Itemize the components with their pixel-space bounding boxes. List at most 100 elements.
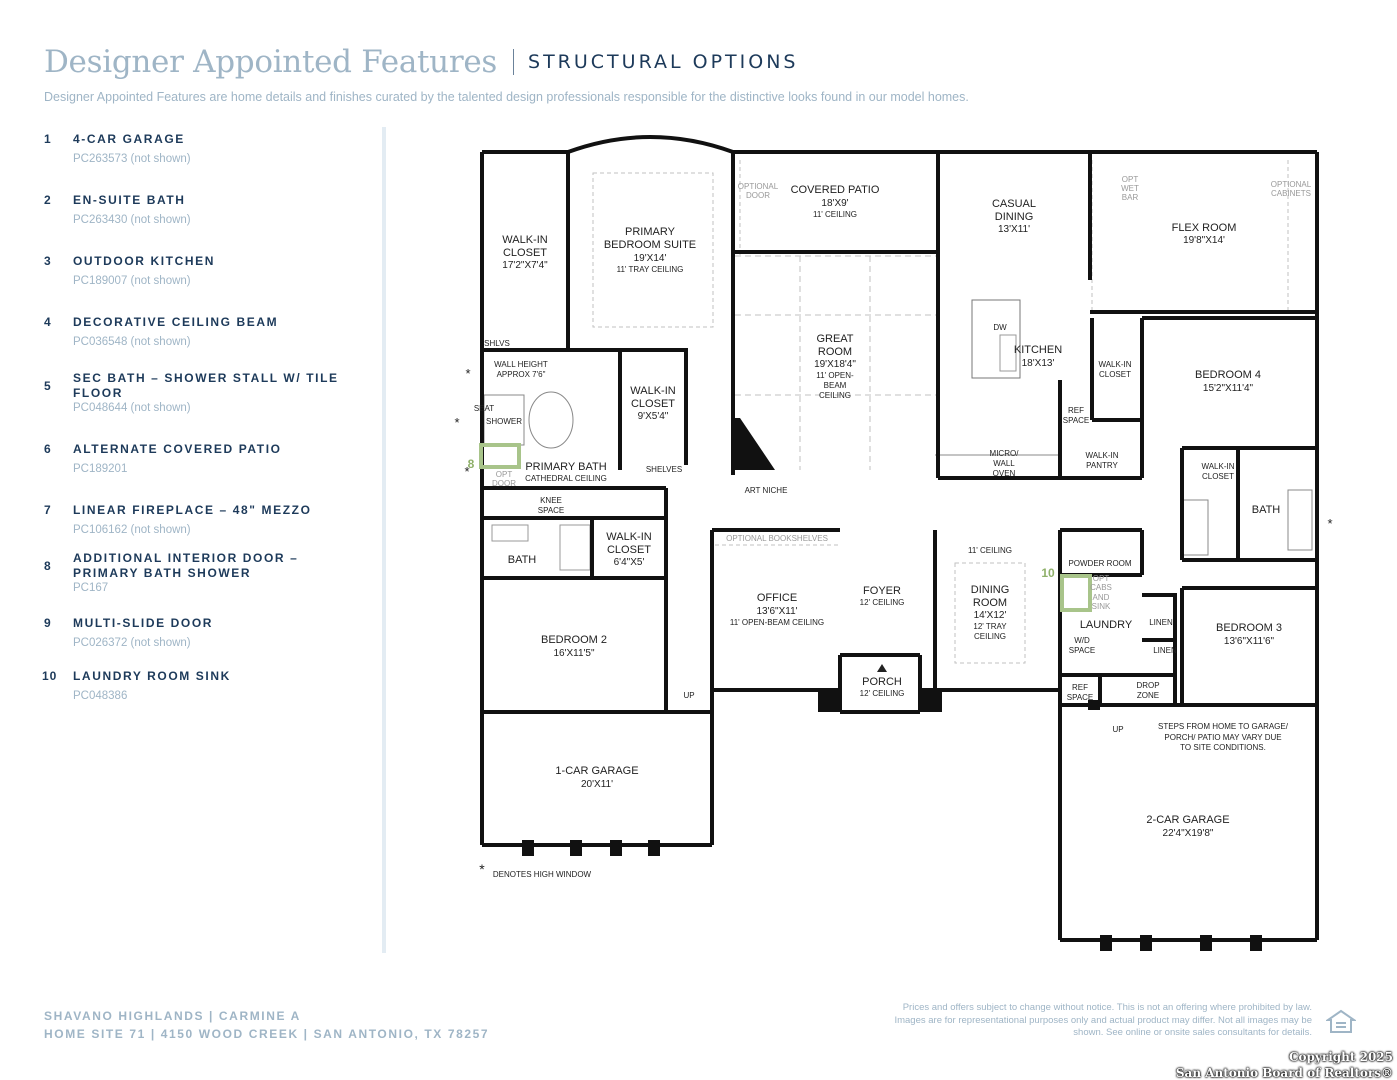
feature-code: PC026372 (not shown) [73,637,191,649]
high-window-note: DENOTES HIGH WINDOW [493,870,592,879]
opt-cabs-sink-label: OPT [1093,574,1110,583]
steps-note-line2: PORCH/ PATIO MAY VARY DUE [1164,733,1281,742]
bedroom4-label: BEDROOM 4 [1195,369,1261,381]
steps-note-line1: STEPS FROM HOME TO GARAGE/ [1158,722,1289,731]
micro-wall-oven-label3: OVEN [993,469,1016,478]
walkin-closet-2-label2: CLOSET [631,398,675,410]
opt-cabs-sink-label2: CABS [1090,583,1112,592]
walkin-closet-5-dim: 6'4"X5' [614,557,645,568]
feature-code: PC263430 (not shown) [73,214,191,226]
feature-code: PC048386 [73,690,128,702]
feature-number: 5 [44,379,52,393]
plan-labels: WALK-IN CLOSET 17'2"X7'4" PRIMARY BEDROO… [454,175,1332,879]
bedroom2-label: BEDROOM 2 [541,634,607,646]
seat-label: SEAT [474,404,494,413]
bath-left-label: BATH [508,554,537,566]
office-label: OFFICE [757,592,797,604]
dining-room-ceiling2: CEILING [974,632,1006,641]
bedroom2-dim: 16'X11'5" [553,648,595,659]
wd-space-label2: SPACE [1069,646,1096,655]
garage2-dim: 22'4"X19'8" [1163,828,1214,839]
feature-number: 10 [42,669,58,683]
entry-arrow-icon [877,664,887,672]
page-header: Designer Appointed Features STRUCTURAL O… [44,44,1364,104]
laundry-label: LAUNDRY [1080,619,1133,631]
powder-room-label: POWDER ROOM [1068,559,1131,568]
equal-housing-icon [1326,1009,1356,1033]
covered-patio-label: COVERED PATIO [791,184,880,196]
ref-space-1-label: REF [1068,406,1084,415]
high-window-marker: * [454,415,459,430]
optional-door-label: OPTIONAL [738,182,779,191]
feature-code: PC189007 (not shown) [73,275,191,287]
primary-bath-label: PRIMARY BATH [525,461,606,473]
garage1-dim: 20'X11' [581,779,613,790]
walkin-closet-4-label2: CLOSET [1202,472,1234,481]
foyer-label: FOYER [863,585,901,597]
bath-right-label: BATH [1252,504,1281,516]
high-window-marker: * [465,366,470,381]
opt-wet-bar-label: OPT [1122,175,1139,184]
feature-name: ALTERNATE COVERED PATIO [73,442,282,456]
copyright-line1: Copyright 2025 [1288,1050,1393,1064]
optional-bookshelves-label: OPTIONAL BOOKSHELVES [726,534,828,543]
feature-code: PC189201 [73,463,128,475]
feature-name: LINEAR FIREPLACE – 48" MEZZO [73,503,312,517]
steps-note-line3: TO SITE CONDITIONS. [1180,743,1266,752]
casual-dining-label: CASUAL [992,198,1036,210]
high-window-marker: * [1327,516,1332,531]
casual-dining-dim: 13'X11' [998,224,1030,235]
great-room-label: GREAT [816,333,853,345]
opt-cabs-sink-label4: SINK [1092,602,1111,611]
page-subtitle: STRUCTURAL OPTIONS [528,51,799,73]
shelves-label: SHELVES [646,465,682,474]
great-room-ceiling3: CEILING [819,391,851,400]
great-room-ceiling2: BEAM [824,381,847,390]
disclaimer-text: Prices and offers subject to change with… [894,1002,1312,1038]
feature-number: 2 [44,193,52,207]
shower-label: SHOWER [486,417,522,426]
great-room-label2: ROOM [818,346,852,358]
office-ceiling: 11' OPEN-BEAM CEILING [730,618,824,627]
floor-plan: WALK-IN CLOSET 17'2"X7'4" PRIMARY BEDROO… [454,135,1333,951]
linen-2-label: LINEN [1153,646,1177,655]
optional-door-label2: DOOR [746,191,770,200]
feature-number: 3 [44,254,52,268]
micro-wall-oven-label: MICRO/ [990,449,1020,458]
walls [480,135,1319,942]
feature-name: ADDITIONAL INTERIOR DOOR – PRIMARY BATH … [73,551,299,580]
feature-code: PC048644 (not shown) [73,402,191,414]
title-row: Designer Appointed Features STRUCTURAL O… [44,44,1364,80]
walkin-pantry-label: WALK-IN [1085,451,1118,460]
ref-space-1-label2: SPACE [1063,416,1090,425]
feature-name: LAUNDRY ROOM SINK [73,669,231,683]
opt-cabs-sink-label3: AND [1093,593,1110,602]
copyright-line2: San Antonio Board of Realtors® [1175,1066,1393,1080]
garage1-label: 1-CAR GARAGE [555,765,638,777]
solid-fills [522,418,1262,951]
feature-number: 8 [44,559,52,573]
linen-1-label: LINEN [1149,618,1173,627]
walkin-closet-3-label: WALK-IN [1098,360,1131,369]
opt-wet-bar-label3: BAR [1122,193,1139,202]
great-room-dim: 19'X18'4" [814,359,856,370]
walkin-closet-1-dim: 17'2"X7'4" [502,260,548,271]
feature-code: PC263573 (not shown) [73,153,191,165]
primary-suite-ceiling: 11' TRAY CEILING [617,265,684,274]
primary-suite-label: PRIMARY [625,226,676,238]
great-room-ceiling: 11' OPEN- [816,371,854,380]
porch-ceiling: 12' CEILING [860,689,905,698]
micro-wall-oven-label2: WALL [993,459,1015,468]
foyer-ceiling: 12' CEILING [860,598,905,607]
community-info: SHAVANO HIGHLANDS | CARMINE A HOME SITE … [44,1007,489,1043]
high-window-asterisk: * [479,861,485,877]
dining-room-dim: 14'X12' [974,610,1007,621]
high-window-marker: * [464,464,469,479]
feature-callouts [479,443,1092,612]
knee-space-label2: SPACE [538,506,565,515]
covered-patio-dim: 18'X9' [821,198,848,209]
ref-space-2-label2: SPACE [1067,693,1094,702]
opt-door-label2: DOOR [492,479,516,488]
office-dim: 13'6"X11' [756,606,797,617]
feature-number: 4 [44,315,52,329]
